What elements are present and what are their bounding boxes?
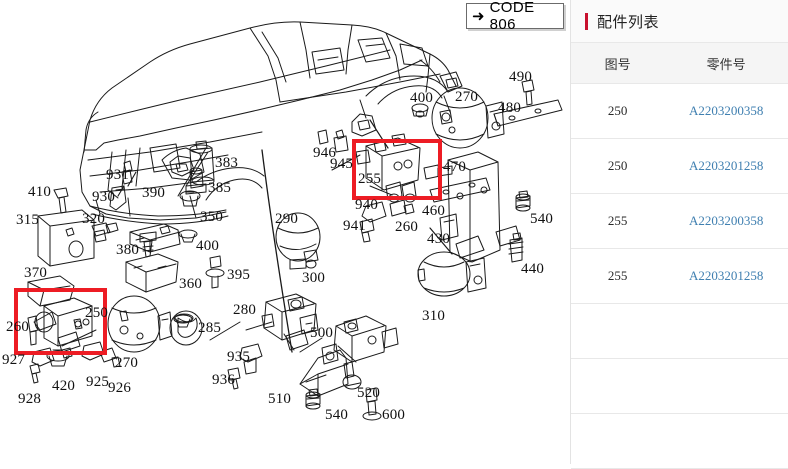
callout-300: 300 [302, 270, 326, 286]
callout-383: 383 [215, 155, 239, 171]
parts-diagram[interactable]: ➜ CODE 806 410 315 320 930 931 390 380 350 400 37… [0, 0, 570, 464]
callout-260b: 260 [395, 219, 419, 235]
column-header-ref: 图号 [571, 42, 665, 84]
column-header-part-number: 零件号 [664, 42, 788, 84]
callout-360: 360 [179, 276, 203, 292]
callout-480: 480 [498, 100, 522, 116]
cell-part-number: A2203201258 [664, 248, 788, 304]
callout-470: 470 [443, 159, 467, 175]
callout-350: 350 [200, 209, 224, 225]
callout-941: 941 [343, 218, 367, 234]
cell-ref: 255 [571, 248, 665, 304]
callout-440: 440 [521, 261, 545, 277]
cell-part-number [664, 303, 788, 359]
table-row [571, 358, 788, 414]
parts-list-title: 配件列表 [597, 12, 660, 31]
parts-table-header-row: 图号 零件号 [571, 42, 788, 84]
callout-936: 936 [212, 372, 236, 388]
part-number-link[interactable]: A2203201258 [688, 158, 764, 173]
callout-460: 460 [422, 203, 446, 219]
callout-520: 520 [357, 385, 381, 401]
callout-285: 285 [198, 320, 222, 336]
callout-940: 940 [355, 197, 379, 213]
callout-600: 600 [382, 407, 406, 423]
callout-280: 280 [233, 302, 257, 318]
cell-part-number: A2203200358 [664, 83, 788, 139]
table-row: 250 A2203201258 [571, 138, 788, 194]
callout-400a: 400 [196, 238, 220, 254]
callout-500: 500 [310, 325, 334, 341]
callout-290: 290 [275, 211, 299, 227]
title-accent-bar [585, 12, 588, 30]
part-number-link[interactable]: A2203200358 [688, 213, 764, 228]
callout-510: 510 [268, 391, 292, 407]
callout-370: 370 [24, 265, 48, 281]
table-row: 250 A2203200358 [571, 83, 788, 139]
callout-946: 946 [313, 145, 337, 161]
callout-930: 930 [92, 189, 116, 205]
callout-926: 926 [108, 380, 132, 396]
callout-390: 390 [142, 185, 166, 201]
part-number-link[interactable]: A2203201258 [688, 268, 764, 283]
callout-420: 420 [52, 378, 76, 394]
right-arrow-icon: ➜ [472, 6, 485, 25]
table-row [571, 413, 788, 469]
cell-part-number [664, 413, 788, 469]
callout-260a: 260 [6, 319, 30, 335]
callout-315: 315 [16, 212, 40, 228]
table-row [571, 303, 788, 359]
callout-540a: 540 [530, 211, 554, 227]
table-row: 255 A2203201258 [571, 248, 788, 304]
callout-935: 935 [227, 349, 251, 365]
cell-ref: 255 [571, 193, 665, 249]
diagram-drawing [27, 21, 563, 421]
callout-310: 310 [422, 308, 446, 324]
callout-928: 928 [18, 391, 42, 407]
callout-385: 385 [208, 180, 232, 196]
callout-490: 490 [509, 69, 533, 85]
callout-255: 255 [358, 171, 382, 187]
callout-925: 925 [86, 374, 110, 390]
code-badge-label: CODE 806 [489, 0, 535, 33]
callout-250: 250 [85, 305, 109, 321]
highlight-box-255 [352, 139, 442, 200]
callout-945: 945 [330, 156, 354, 172]
part-number-link[interactable]: A2203200358 [688, 103, 764, 118]
highlight-box-250 [14, 288, 107, 355]
table-row: 255 A2203200358 [571, 193, 788, 249]
callout-380: 380 [116, 242, 140, 258]
cell-ref: 250 [571, 83, 665, 139]
callout-395: 395 [227, 267, 251, 283]
callout-931: 931 [106, 167, 130, 183]
cell-ref: 250 [571, 138, 665, 194]
parts-list-header: 配件列表 [571, 0, 788, 42]
cell-ref [571, 303, 665, 359]
callout-410: 410 [28, 184, 52, 200]
callout-270a: 270 [115, 355, 139, 371]
callout-430: 430 [427, 231, 451, 247]
cell-part-number: A2203200358 [664, 193, 788, 249]
cell-ref [571, 413, 665, 469]
callout-320: 320 [82, 211, 106, 227]
callout-400b: 400 [410, 90, 434, 106]
callout-270b: 270 [455, 89, 479, 105]
cell-part-number: A2203201258 [664, 138, 788, 194]
cell-part-number [664, 358, 788, 414]
code-badge: ➜ CODE 806 [466, 0, 564, 33]
cell-ref [571, 358, 665, 414]
callout-540b: 540 [325, 407, 349, 423]
callout-927: 927 [2, 352, 26, 368]
